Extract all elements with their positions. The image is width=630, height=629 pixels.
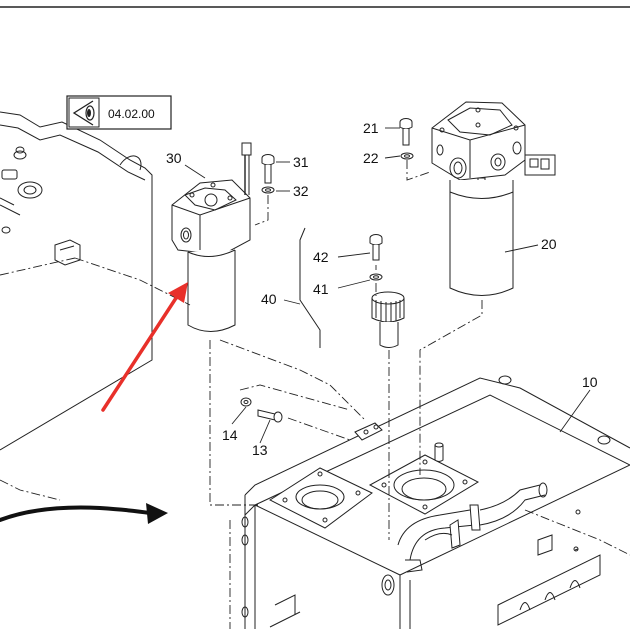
flange-left [268,467,373,529]
main-tank-10 [241,375,630,629]
red-annotation-arrow [101,282,188,412]
callout-40: 40 [261,291,277,307]
assembly-lines [0,160,630,629]
washer-14 [240,397,252,407]
bolt-31 [261,154,275,184]
callout-22: 22 [363,150,379,166]
callout-30: 30 [166,150,182,166]
callout-31: 31 [293,154,309,170]
callout-21: 21 [363,120,379,136]
view-reference-box: 04.02.00 [66,95,172,130]
filter-20 [431,101,556,296]
eye-view-icon [72,100,95,126]
curved-arrow [0,503,168,524]
callout-41: 41 [313,281,329,297]
washer-41 [369,273,383,281]
filter-30 [171,142,252,332]
callout-20: 20 [541,236,557,252]
callout-14: 14 [222,427,238,443]
bolt-13 [257,409,283,423]
callout-42: 42 [313,249,329,265]
view-reference-text: 04.02.00 [108,107,155,121]
return-pipes [397,482,548,573]
flange-right [368,454,480,515]
breather-cap [371,291,405,348]
callout-32: 32 [293,183,309,199]
bolt-21 [399,118,413,146]
callout-13: 13 [252,442,268,458]
screw-42 [369,234,383,261]
left-tank [0,111,153,451]
callout-10: 10 [582,374,598,390]
washer-22 [400,152,414,160]
washer-32 [261,186,275,194]
group-bracket-40 [299,227,321,348]
leader-lines [184,127,591,444]
filler-neck [434,442,444,462]
